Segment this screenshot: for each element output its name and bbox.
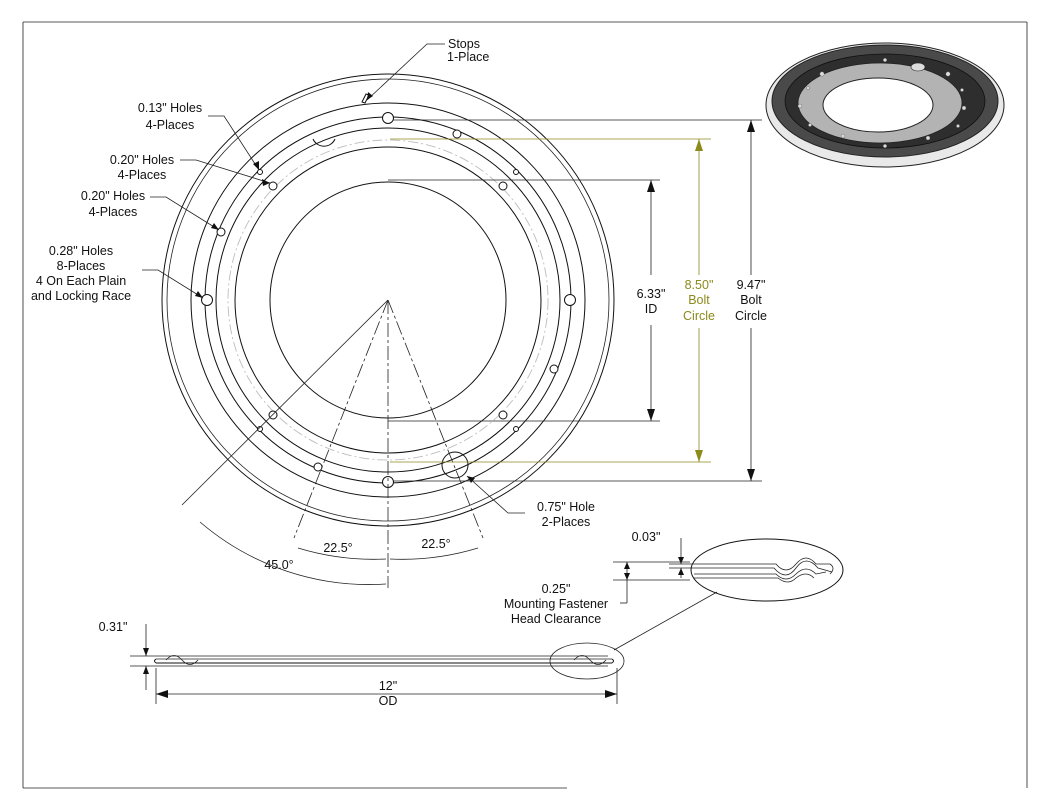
svg-text:OD: OD — [379, 694, 398, 708]
isometric-view — [765, 42, 1005, 168]
svg-text:0.75" Hole: 0.75" Hole — [537, 500, 595, 514]
svg-text:4-Places: 4-Places — [146, 118, 195, 132]
svg-text:Circle: Circle — [735, 309, 767, 323]
svg-text:4-Places: 4-Places — [118, 168, 167, 182]
dim-angle-right: 22.5° — [421, 537, 450, 551]
dimension-thickness — [130, 624, 160, 690]
dim-od-label: 12" OD — [379, 679, 398, 708]
svg-text:1-Place: 1-Place — [447, 50, 489, 64]
detail-view — [690, 538, 844, 602]
svg-text:4-Places: 4-Places — [89, 205, 138, 219]
dim-thickness-label: 0.31" — [99, 620, 128, 634]
svg-text:Bolt: Bolt — [740, 293, 762, 307]
side-profile — [154, 591, 718, 680]
dim-angle-total: 45.0° — [264, 558, 293, 572]
svg-text:Stops: Stops — [448, 37, 480, 51]
svg-text:0.20" Holes: 0.20" Holes — [81, 189, 145, 203]
dimension-gap — [669, 538, 694, 578]
svg-text:Bolt: Bolt — [688, 293, 710, 307]
svg-text:Mounting Fastener: Mounting Fastener — [504, 597, 608, 611]
dimension-od — [155, 668, 618, 704]
dim-clearance-label: 0.25" Mounting Fastener Head Clearance — [504, 582, 608, 626]
holes-028 — [201, 112, 576, 488]
dim-label-bolt-947: 9.47" Bolt Circle — [735, 278, 767, 323]
callout-holes-013: 0.13" Holes 4-Places — [138, 101, 202, 132]
svg-text:0.20" Holes: 0.20" Holes — [110, 153, 174, 167]
svg-text:4 On Each Plain: 4 On Each Plain — [36, 274, 126, 288]
callout-holes-028: 0.28" Holes 8-Places 4 On Each Plain and… — [31, 244, 131, 303]
holes-013 — [257, 169, 519, 432]
leaders — [142, 43, 525, 514]
hole-075-bottom — [441, 451, 469, 479]
svg-text:8.50": 8.50" — [685, 278, 714, 292]
dim-label-id: 6.33" ID — [637, 287, 666, 316]
svg-text:Head Clearance: Head Clearance — [511, 612, 601, 626]
hole-075-top — [312, 138, 336, 147]
dimension-clearance — [613, 561, 690, 604]
svg-text:ID: ID — [645, 302, 658, 316]
sheet-border — [22, 21, 1028, 789]
svg-text:12": 12" — [379, 679, 397, 693]
svg-text:Circle: Circle — [683, 309, 715, 323]
holes-020 — [216, 129, 559, 472]
dim-label-bolt-850: 8.50" Bolt Circle — [683, 278, 715, 323]
svg-text:0.13" Holes: 0.13" Holes — [138, 101, 202, 115]
dimension-bolt-850 — [390, 138, 711, 463]
svg-text:0.28" Holes: 0.28" Holes — [49, 244, 113, 258]
svg-text:and Locking Race: and Locking Race — [31, 289, 131, 303]
plan-view — [161, 73, 615, 588]
svg-text:9.47": 9.47" — [737, 278, 766, 292]
svg-text:2-Places: 2-Places — [542, 515, 591, 529]
dimension-id — [388, 179, 660, 422]
svg-text:6.33": 6.33" — [637, 287, 666, 301]
dim-gap-label: 0.03" — [632, 530, 661, 544]
svg-text:0.25": 0.25" — [542, 582, 571, 596]
callout-holes-020-b: 0.20" Holes 4-Places — [81, 189, 145, 219]
angle-lines — [181, 299, 484, 588]
callout-holes-020-a: 0.20" Holes 4-Places — [110, 153, 174, 182]
svg-text:8-Places: 8-Places — [57, 259, 106, 273]
callout-hole-075: 0.75" Hole 2-Places — [537, 500, 595, 529]
callout-stops: Stops 1-Place — [447, 37, 489, 64]
dimension-bolt-947 — [393, 119, 762, 482]
dim-angle-left: 22.5° — [323, 541, 352, 555]
